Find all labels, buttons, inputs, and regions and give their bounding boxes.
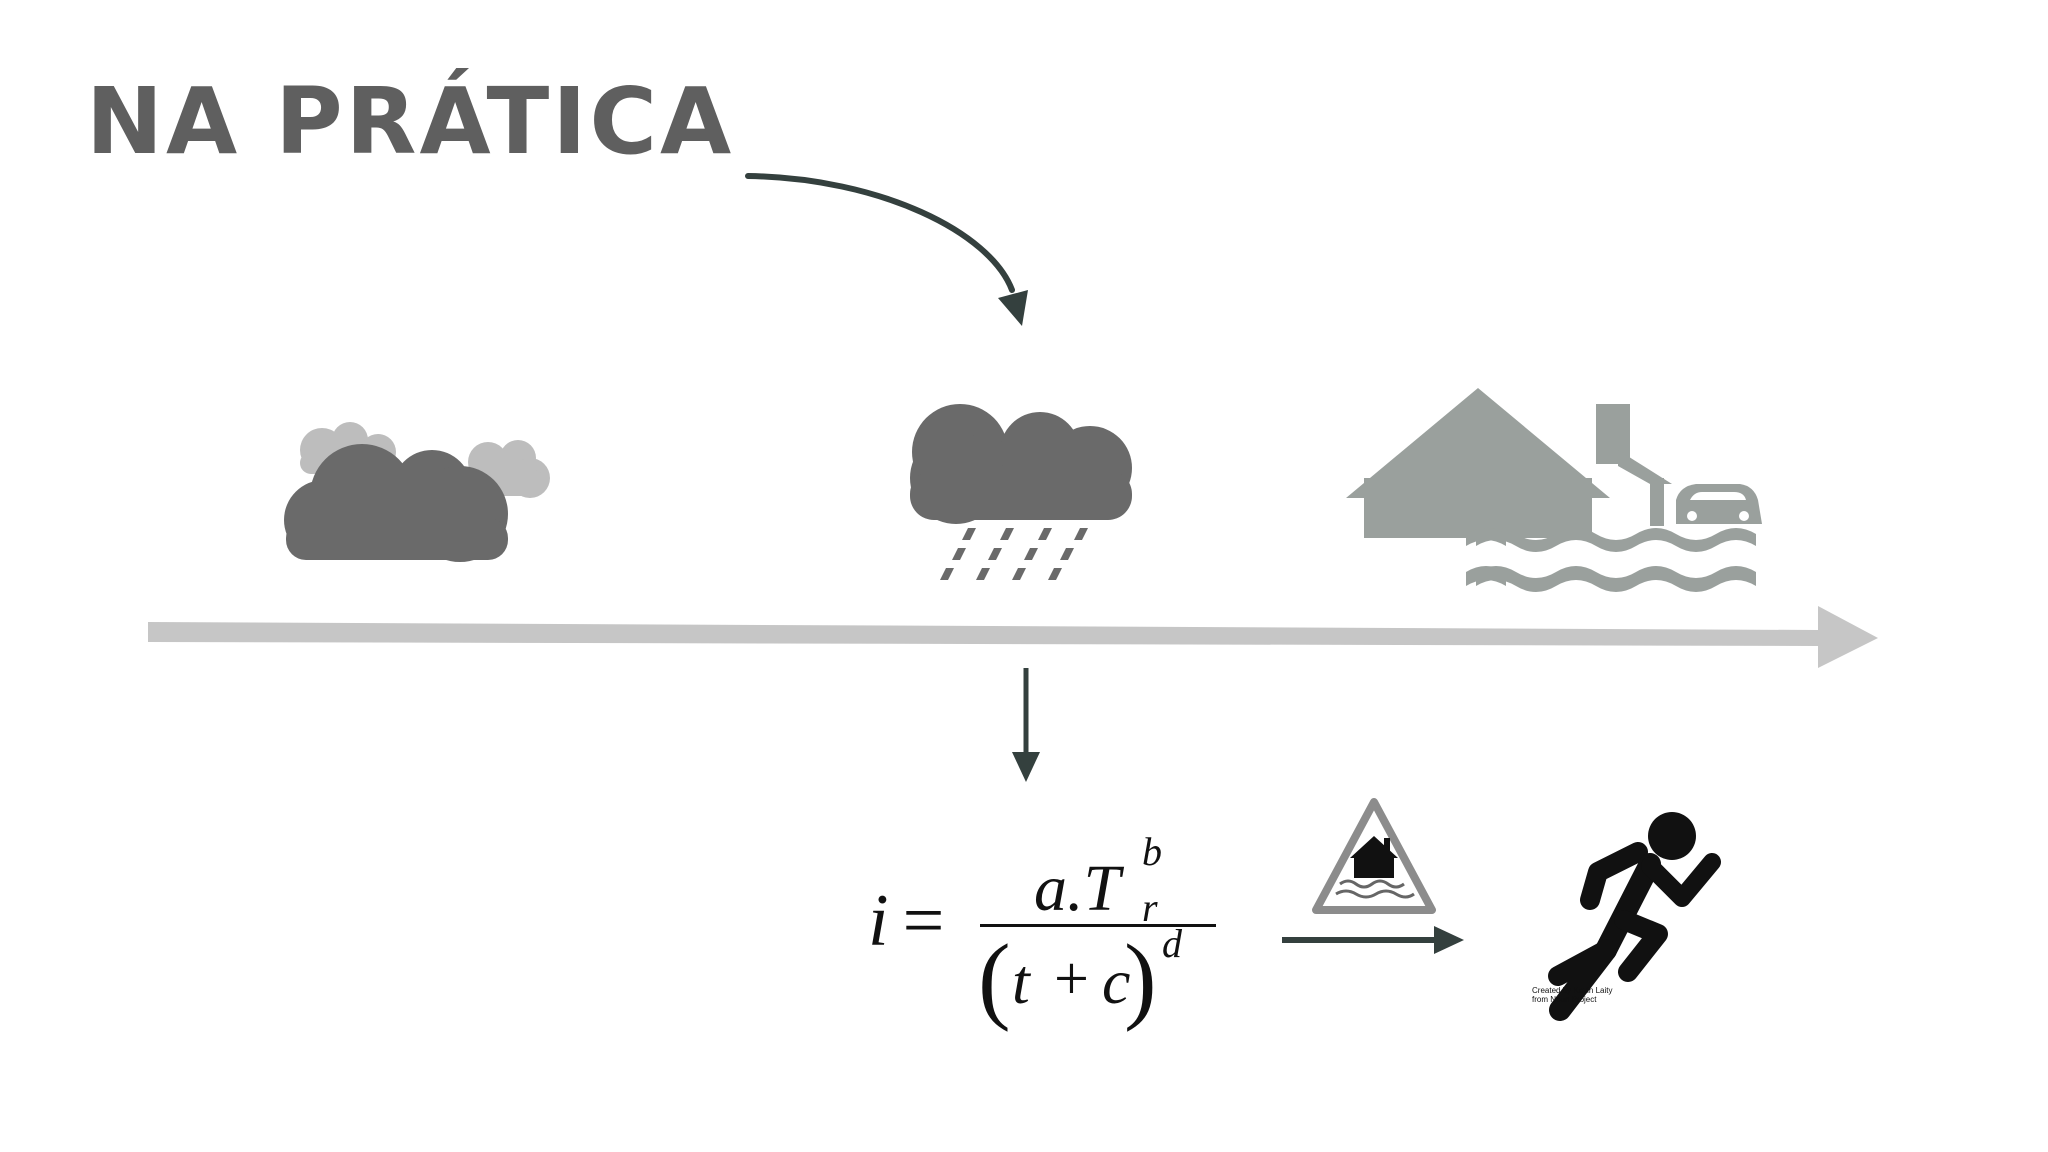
cloud-icon — [284, 422, 550, 562]
formula-fraction-bar — [980, 924, 1216, 927]
formula-equals: = — [902, 880, 945, 962]
page-title: NA PRÁTICA — [86, 68, 735, 175]
formula-lhs: i= — [868, 884, 944, 958]
running-person-icon — [1548, 812, 1721, 1021]
timeline-arrow — [148, 606, 1878, 668]
formula-open-paren: ( — [978, 925, 1011, 1033]
curved-connector-arrow — [745, 173, 1015, 293]
flooded-house-icon — [1346, 388, 1762, 592]
formula-close-paren: ) — [1124, 925, 1157, 1033]
formula-numerator-superscript: b — [1142, 829, 1162, 874]
formula-numerator-base: a.T — [1034, 852, 1121, 925]
icon-credit: Created by Kevin Laity from Noun Project — [1532, 986, 1613, 1004]
right-connector-arrowhead — [1434, 926, 1464, 954]
rainfall-intensity-formula: i= a.T b r ( t + c ) d — [864, 832, 1224, 1032]
rain-cloud-icon — [910, 404, 1132, 580]
icon-credit-line1: Created by Kevin Laity — [1532, 986, 1613, 995]
formula-numerator: a.T b r — [1028, 829, 1228, 928]
down-connector-arrowhead — [1012, 752, 1040, 782]
formula-numerator-subscript: r — [1142, 885, 1158, 930]
formula-i: i — [868, 880, 889, 962]
formula-t: t — [1012, 946, 1030, 1017]
formula-plus: + — [1054, 945, 1089, 1013]
formula-c: c — [1102, 946, 1131, 1017]
flood-warning-sign-icon — [1312, 798, 1436, 914]
curved-connector-arrowhead — [998, 290, 1028, 326]
flood-water-left — [1466, 528, 1506, 586]
formula-exponent: d — [1162, 921, 1182, 966]
formula-denominator: ( t + c ) d — [976, 924, 1226, 1033]
icon-credit-line2: from Noun Project — [1532, 995, 1597, 1004]
